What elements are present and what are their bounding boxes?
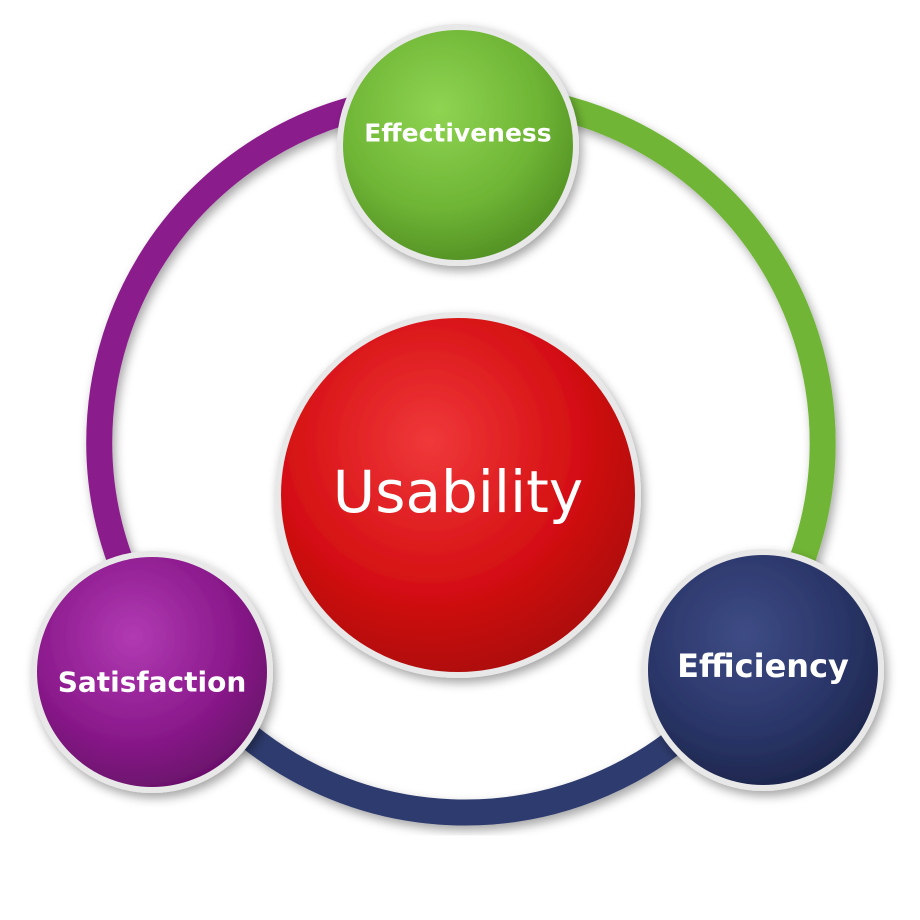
usability-label: Usability — [333, 458, 583, 526]
efficiency-node: Efficiency — [642, 549, 884, 791]
ring-arc-navy — [197, 687, 713, 826]
ring-arc-purple — [86, 87, 413, 573]
ring-arc-green — [507, 87, 836, 573]
effectiveness-node: Effectiveness — [337, 24, 579, 266]
satisfaction-circle — [31, 551, 273, 793]
satisfaction-node: Satisfaction — [31, 551, 273, 793]
effectiveness-circle — [337, 24, 579, 266]
satisfaction-label: Satisfaction — [58, 666, 247, 699]
ring — [86, 87, 836, 826]
usability-circle — [275, 312, 641, 678]
efficiency-label: Efficiency — [677, 647, 849, 685]
usability-node: Usability — [275, 312, 641, 678]
efficiency-circle — [642, 549, 884, 791]
effectiveness-label: Effectiveness — [364, 119, 551, 148]
